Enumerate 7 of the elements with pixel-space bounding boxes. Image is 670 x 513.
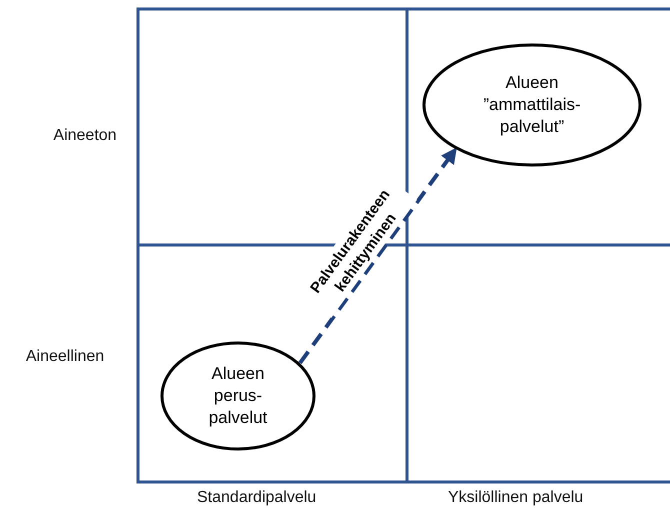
column-heading: Yksilöllinen palvelu xyxy=(448,489,584,507)
row-heading: Aineellinen xyxy=(24,348,106,366)
row-heading: Aineeton xyxy=(52,127,118,145)
ellipse-text: Alueen perus- palvelut xyxy=(208,363,268,429)
column-heading: Standardipalvelu xyxy=(197,489,316,507)
ellipse-text: Alueen ”ammattilais- palvelut” xyxy=(482,72,582,138)
dashed-arrow xyxy=(298,147,457,364)
